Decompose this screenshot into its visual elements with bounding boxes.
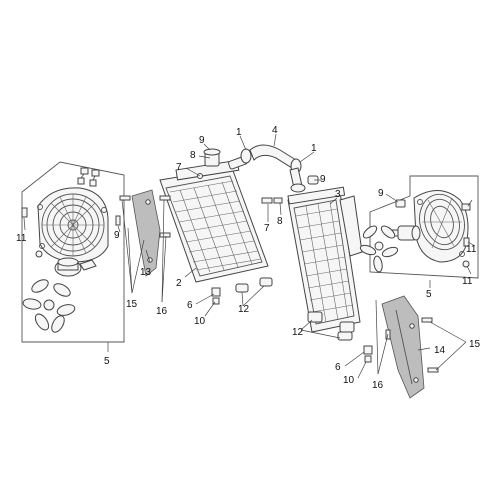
callout-8-left: 8 xyxy=(190,150,196,161)
right-screw-7 xyxy=(261,197,283,204)
callout-11-right-lower: 11 xyxy=(462,276,473,287)
left-radiator-fins xyxy=(169,180,262,273)
leader-lines xyxy=(23,133,476,379)
right-bolt-6 xyxy=(363,345,373,363)
left-fan-box xyxy=(21,161,125,343)
right-fan-shroud xyxy=(413,190,469,263)
callout-4: 4 xyxy=(272,125,278,136)
left-screw-11 xyxy=(21,207,43,258)
left-bracket-13 xyxy=(115,189,171,277)
callout-8-right: 8 xyxy=(277,216,283,227)
right-radiator-fins xyxy=(295,201,354,323)
right-fan-motor xyxy=(391,225,421,241)
callout-10-left: 10 xyxy=(194,316,206,327)
right-fan-box xyxy=(369,175,479,279)
callout-1-left: 1 xyxy=(236,127,242,138)
left-fan-assembly xyxy=(21,161,125,343)
callout-6-right: 6 xyxy=(335,362,341,373)
callout-9-left: 9 xyxy=(114,230,120,241)
hose-assembly xyxy=(240,144,319,193)
callout-15-left: 15 xyxy=(126,299,138,310)
callout-labels: 1 1 2 3 4 5 5 6 6 7 7 8 8 9 9 9 9 10 10 … xyxy=(16,125,481,391)
left-fan-bolts xyxy=(77,167,100,187)
right-screw-11 xyxy=(461,203,471,268)
right-bolt-9 xyxy=(395,199,406,208)
callout-12-left: 12 xyxy=(238,304,250,315)
callout-12-right: 12 xyxy=(292,327,304,338)
callout-2: 2 xyxy=(176,278,182,289)
left-bolt-6 xyxy=(211,287,221,305)
left-fan-blade xyxy=(22,279,76,333)
callout-11-left: 11 xyxy=(16,233,27,244)
left-grommet-12 xyxy=(235,283,249,293)
callout-11-right-upper: 11 xyxy=(466,244,477,255)
right-fan-blade xyxy=(359,225,399,273)
left-radiator xyxy=(159,148,273,305)
right-bracket-14 xyxy=(381,295,439,399)
callout-16-left: 16 xyxy=(156,306,168,317)
callout-9-center: 9 xyxy=(320,174,326,185)
callout-14: 14 xyxy=(434,345,446,356)
callout-1-right: 1 xyxy=(311,143,317,154)
callout-9-right: 9 xyxy=(378,188,384,199)
left-fan-shroud xyxy=(37,187,109,263)
callout-6-left: 6 xyxy=(187,300,193,311)
right-grommet-12 xyxy=(307,311,323,323)
callout-16-right: 16 xyxy=(372,380,384,391)
left-fan-motor xyxy=(54,257,97,277)
callout-13: 13 xyxy=(140,267,152,278)
callout-5-left: 5 xyxy=(104,356,110,367)
callout-9-top: 9 xyxy=(199,135,205,146)
right-fan-assembly xyxy=(359,175,479,279)
callout-5-right: 5 xyxy=(426,289,432,300)
callout-10-right: 10 xyxy=(343,375,355,386)
callout-7-right: 7 xyxy=(264,223,270,234)
right-radiator xyxy=(261,186,373,363)
callout-7-left: 7 xyxy=(176,162,182,173)
callout-3: 3 xyxy=(335,189,341,200)
callout-15-right: 15 xyxy=(469,339,481,350)
